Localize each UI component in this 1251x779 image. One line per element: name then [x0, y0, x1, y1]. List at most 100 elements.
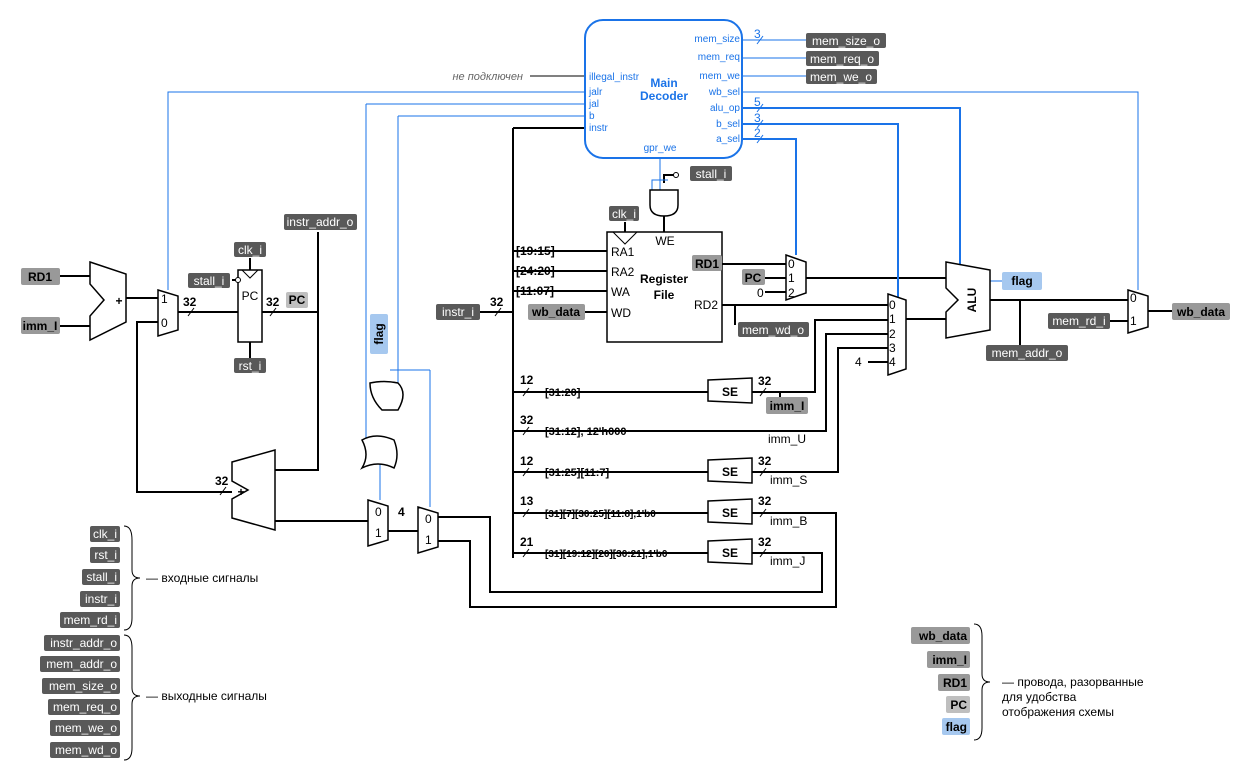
field-imm-s: [31:25][11:7]: [545, 467, 610, 479]
legend-output-0: instr_addr_o: [50, 636, 117, 650]
mux-b-in-4: 4: [889, 355, 896, 369]
mux-b-in-1: 1: [889, 312, 896, 326]
imm-mux-in-1: 1: [375, 526, 382, 540]
width-instr: 32: [490, 295, 504, 309]
width-a-sel: 2: [754, 126, 761, 140]
branch-and-gate: [369, 380, 404, 411]
decoder-title-2: Decoder: [640, 89, 688, 103]
legend-wire-2: RD1: [943, 676, 967, 690]
width-12c: 12: [520, 454, 534, 468]
legend-output-4: mem_we_o: [55, 721, 117, 735]
decoder-out-b-sel: b_sel: [716, 119, 740, 130]
pc-stall-bubble: [235, 277, 241, 283]
pc-clock-mark: [241, 269, 259, 279]
legend-inputs-caption: — входные сигналы: [146, 571, 258, 585]
legend-wire-1: imm_I: [932, 653, 967, 667]
tag-rd1-rf: RD1: [695, 257, 719, 271]
decoder-out-mem-we: mem_we: [699, 71, 740, 82]
tag-pc: PC: [289, 293, 306, 307]
pc-mux-in-1: 1: [161, 292, 168, 306]
mux-b-in-0: 0: [889, 298, 896, 312]
mux-a-const-zero: 0: [757, 286, 764, 300]
stall-inverter-bubble: [673, 172, 679, 178]
alu-label: ALU: [965, 288, 979, 313]
wb-mux-in-1: 1: [1130, 314, 1137, 328]
rf-output-wires: [722, 263, 888, 325]
const-four-a: 4: [398, 505, 405, 519]
rf-port-ra1: RA1: [611, 245, 635, 259]
tag-rd1-left: RD1: [28, 270, 52, 284]
branch-adder-symbol: +: [115, 294, 122, 308]
imm-s-label: imm_S: [770, 473, 807, 487]
register-file-clock-mark: [612, 231, 638, 245]
mux-a-in-1: 1: [788, 271, 795, 285]
legend-wire-4: flag: [946, 720, 967, 734]
tag-imm-i-se: imm_I: [770, 399, 805, 413]
legend-outputs: instr_addr_o mem_addr_o mem_size_o mem_r…: [40, 634, 141, 761]
legend-input-4: mem_rd_i: [64, 613, 117, 627]
decoder-in-instr: instr: [589, 123, 609, 134]
legend-output-1: mem_addr_o: [46, 657, 117, 671]
jump-select-mux: [417, 505, 439, 555]
branch-or-gate: [359, 435, 398, 470]
alu-output-wires: [990, 299, 1172, 345]
tag-flag-vertical: flag: [372, 323, 386, 344]
main-decoder-block: [584, 19, 743, 159]
legend-input-0: clk_i: [93, 527, 117, 541]
alu-input-wires: [806, 277, 946, 320]
pc-source-mux: [157, 288, 179, 338]
rf-port-wd: WD: [611, 306, 631, 320]
jump-mux-in-1: 1: [425, 533, 432, 547]
width-21: 21: [520, 535, 534, 549]
decoder-out-a-sel: a_sel: [716, 134, 740, 145]
register-file-block: [606, 231, 723, 343]
tag-clk-i-pc: clk_i: [238, 243, 262, 257]
legend-wires-caption-3: отображения схемы: [1002, 705, 1114, 719]
imm-mux-in-0: 0: [375, 505, 382, 519]
writeback-mux: [1127, 288, 1149, 335]
not-connected-note: не подключен: [452, 71, 523, 83]
tag-mem-rd-i: mem_rd_i: [1052, 314, 1105, 328]
tag-clk-i-rf: clk_i: [612, 207, 636, 221]
width-32b: 32: [520, 413, 534, 427]
register-file-title-1: Register: [640, 272, 688, 286]
wb-mux-in-0: 0: [1130, 291, 1137, 305]
width-se-i: 32: [758, 374, 772, 388]
se-i-label: SE: [722, 385, 738, 399]
sign-extenders: [707, 377, 753, 565]
legend-output-2: mem_size_o: [49, 679, 117, 693]
width-alu-op: 5: [754, 95, 761, 109]
width-pc: 32: [266, 295, 280, 309]
tag-instr-i: instr_i: [442, 305, 474, 319]
tag-mem-req-o: mem_req_o: [810, 52, 874, 66]
bus-width-marks: [187, 307, 767, 558]
field-imm-b: [31][7][30:25][11:8],1'b0: [545, 509, 656, 520]
rf-port-wa: WA: [611, 285, 630, 299]
tag-rst-i-pc: rst_i: [239, 359, 262, 373]
tag-wb-data-out: wb_data: [1176, 305, 1225, 319]
se-j-label: SE: [722, 546, 738, 560]
decoder-out-wb-sel: wb_sel: [708, 87, 740, 98]
field-imm-i: [31:20]: [545, 387, 581, 399]
we-and-gate: [649, 189, 679, 217]
decoder-out-gpr-we: gpr_we: [644, 143, 677, 154]
tag-pc-mux: PC: [745, 271, 762, 285]
decoder-out-mem-req: mem_req: [698, 52, 740, 63]
legend-output-5: mem_wd_o: [55, 743, 117, 757]
register-file-title-2: File: [654, 288, 675, 302]
imm-u-label: imm_U: [768, 432, 806, 446]
tag-mem-wd-o: mem_wd_o: [742, 323, 804, 337]
legend-wires: wb_data imm_I RD1 PC flag: [911, 623, 991, 741]
pc-increment-adder: [231, 449, 276, 531]
field-imm-u: [31:12], 12'h000: [545, 426, 627, 438]
width-se-j: 32: [758, 535, 772, 549]
field-rs1: [19:15]: [516, 244, 555, 258]
legend-wire-0: wb_data: [918, 629, 967, 643]
jump-mux-in-0: 0: [425, 512, 432, 526]
alu-operand-b-mux: [887, 292, 907, 377]
decoder-width-marks: [756, 35, 764, 144]
width-b-sel: 3: [754, 111, 761, 125]
pc-register-label: PC: [242, 289, 259, 303]
pc-datapath-wires: [60, 232, 418, 532]
